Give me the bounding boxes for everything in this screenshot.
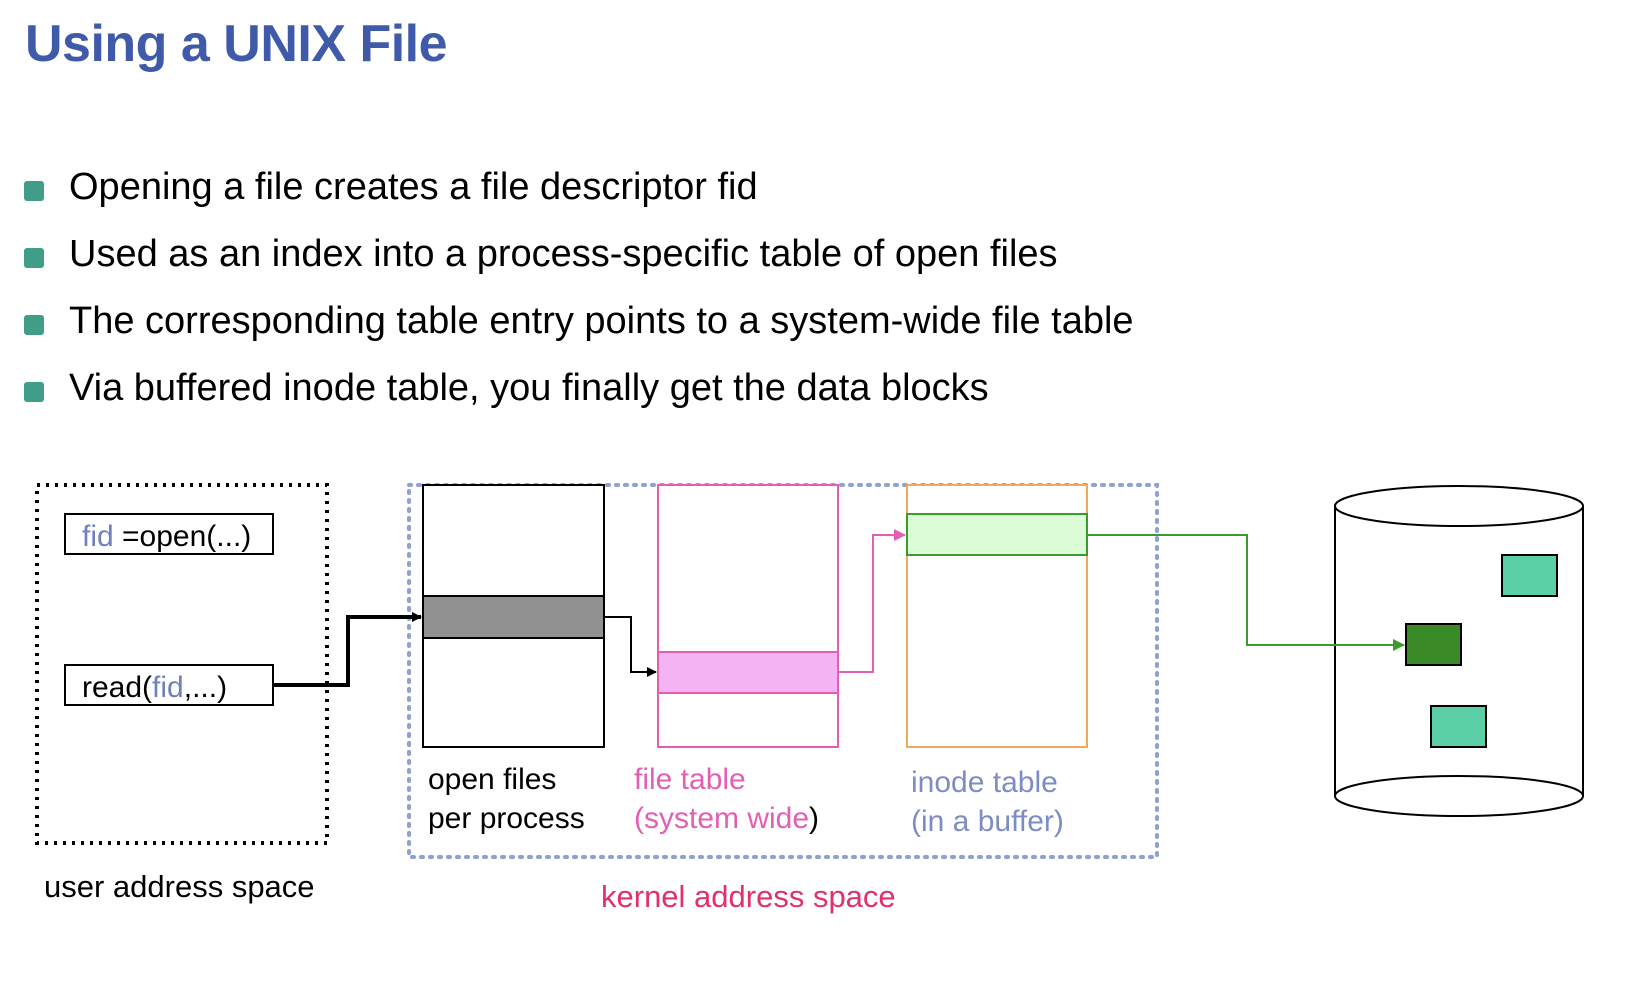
kernel-address-space-box: [407, 483, 1159, 859]
slide-title: Using a UNIX File: [25, 15, 448, 73]
open-files-label: open files: [428, 763, 556, 796]
square-bullet-icon: [24, 181, 44, 201]
fid-to-open-files-arrow: [273, 612, 422, 687]
bullet-item: Via buffered inode table, you finally ge…: [22, 366, 1134, 433]
open-call-box: [64, 513, 274, 555]
disk-block-target: [1405, 623, 1462, 666]
bullet-item: Opening a file creates a file descriptor…: [22, 165, 1134, 232]
bullet-item: The corresponding table entry points to …: [22, 299, 1134, 366]
open-call-text: fid =open(...): [82, 520, 251, 553]
user-address-space-box: [35, 483, 329, 845]
bullet-text: The corresponding table entry points to …: [69, 300, 1134, 342]
bullet-item: Used as an index into a process-specific…: [22, 232, 1134, 299]
disk-top: [1334, 485, 1584, 527]
read-call-text: read(fid,...): [82, 671, 227, 704]
inode-table-entry: [906, 513, 1088, 556]
user-address-space-label: user address space: [44, 869, 315, 904]
read-call-box: [64, 664, 274, 706]
bullet-text: Via buffered inode table, you finally ge…: [69, 367, 989, 409]
fid-variable: fid: [152, 671, 184, 704]
file-table-label-line2: (system wide): [634, 802, 819, 835]
disk-block: [1430, 705, 1487, 748]
kernel-address-space-label: kernel address space: [601, 879, 896, 914]
open-files-entry: [422, 595, 605, 639]
file-table-entry: [657, 651, 839, 694]
file-table: [657, 484, 839, 748]
square-bullet-icon: [24, 315, 44, 335]
inode-table-label: inode table: [911, 766, 1058, 799]
disk-block: [1501, 554, 1558, 597]
disk-bottom-back: [1334, 775, 1584, 797]
inode-to-disk-block-arrow: [1087, 534, 1405, 651]
inode-table-label-line2: (in a buffer): [911, 805, 1064, 838]
square-bullet-icon: [24, 248, 44, 268]
bullet-text: Opening a file creates a file descriptor…: [69, 166, 758, 208]
bullet-text: Used as an index into a process-specific…: [69, 233, 1058, 275]
square-bullet-icon: [24, 382, 44, 402]
file-table-label: file table: [634, 763, 746, 796]
fid-variable: fid: [82, 520, 114, 553]
file-table-to-inode-arrow: [838, 529, 906, 673]
bullet-list: Opening a file creates a file descriptor…: [22, 165, 1134, 433]
open-files-to-file-table-arrow: [604, 616, 657, 677]
open-files-label-line2: per process: [428, 802, 585, 835]
disk-icon: [1334, 485, 1584, 817]
